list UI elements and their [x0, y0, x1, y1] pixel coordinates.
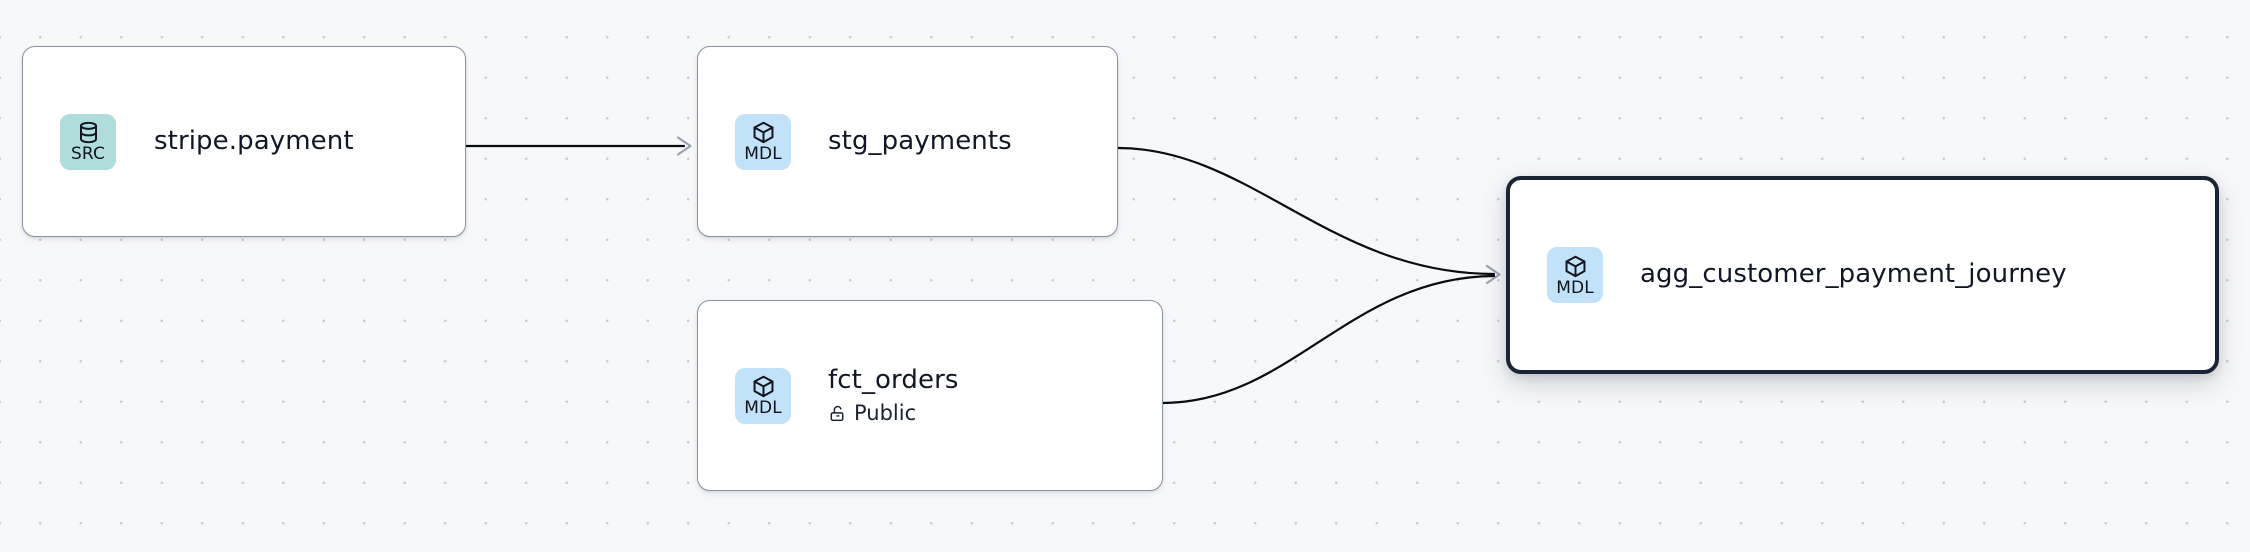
badge-mdl: MDL	[735, 113, 791, 170]
badge-label: SRC	[71, 144, 105, 164]
badge-mdl: MDL	[1547, 247, 1603, 303]
cube-icon	[1563, 254, 1588, 279]
node-fct-orders[interactable]: MDL fct_orders Public	[697, 300, 1163, 491]
node-stg-payments[interactable]: MDL stg_payments	[697, 46, 1118, 237]
node-visibility: Public	[828, 400, 959, 425]
edge-stripe-payment-to-stg-payments	[464, 136, 692, 156]
cube-icon	[751, 120, 776, 145]
node-stripe-payment[interactable]: SRC stripe.payment	[22, 46, 466, 237]
edge-fct-orders-to-agg-customer-payment-journey	[1161, 274, 1496, 405]
node-body: stg_payments	[828, 125, 1012, 156]
node-title: stg_payments	[828, 125, 1012, 156]
badge-label: MDL	[1556, 277, 1594, 298]
node-visibility-label: Public	[854, 400, 917, 425]
edge-stg-payments-to-agg-customer-payment-journey	[1116, 146, 1501, 285]
node-agg-customer-payment-journey[interactable]: MDL agg_customer_payment_journey	[1506, 176, 2219, 374]
badge-label: MDL	[744, 398, 782, 418]
badge-src: SRC	[60, 113, 116, 170]
cube-icon	[751, 374, 776, 399]
database-icon	[76, 120, 101, 145]
node-title: fct_orders	[828, 365, 959, 396]
node-title: agg_customer_payment_journey	[1640, 259, 2067, 290]
badge-mdl: MDL	[735, 367, 791, 424]
node-body: fct_orders Public	[828, 366, 959, 424]
badge-label: MDL	[744, 144, 782, 164]
node-body: stripe.payment	[154, 125, 354, 156]
node-body: agg_customer_payment_journey	[1640, 260, 2067, 289]
node-title: stripe.payment	[154, 125, 354, 156]
unlock-icon	[828, 404, 847, 423]
